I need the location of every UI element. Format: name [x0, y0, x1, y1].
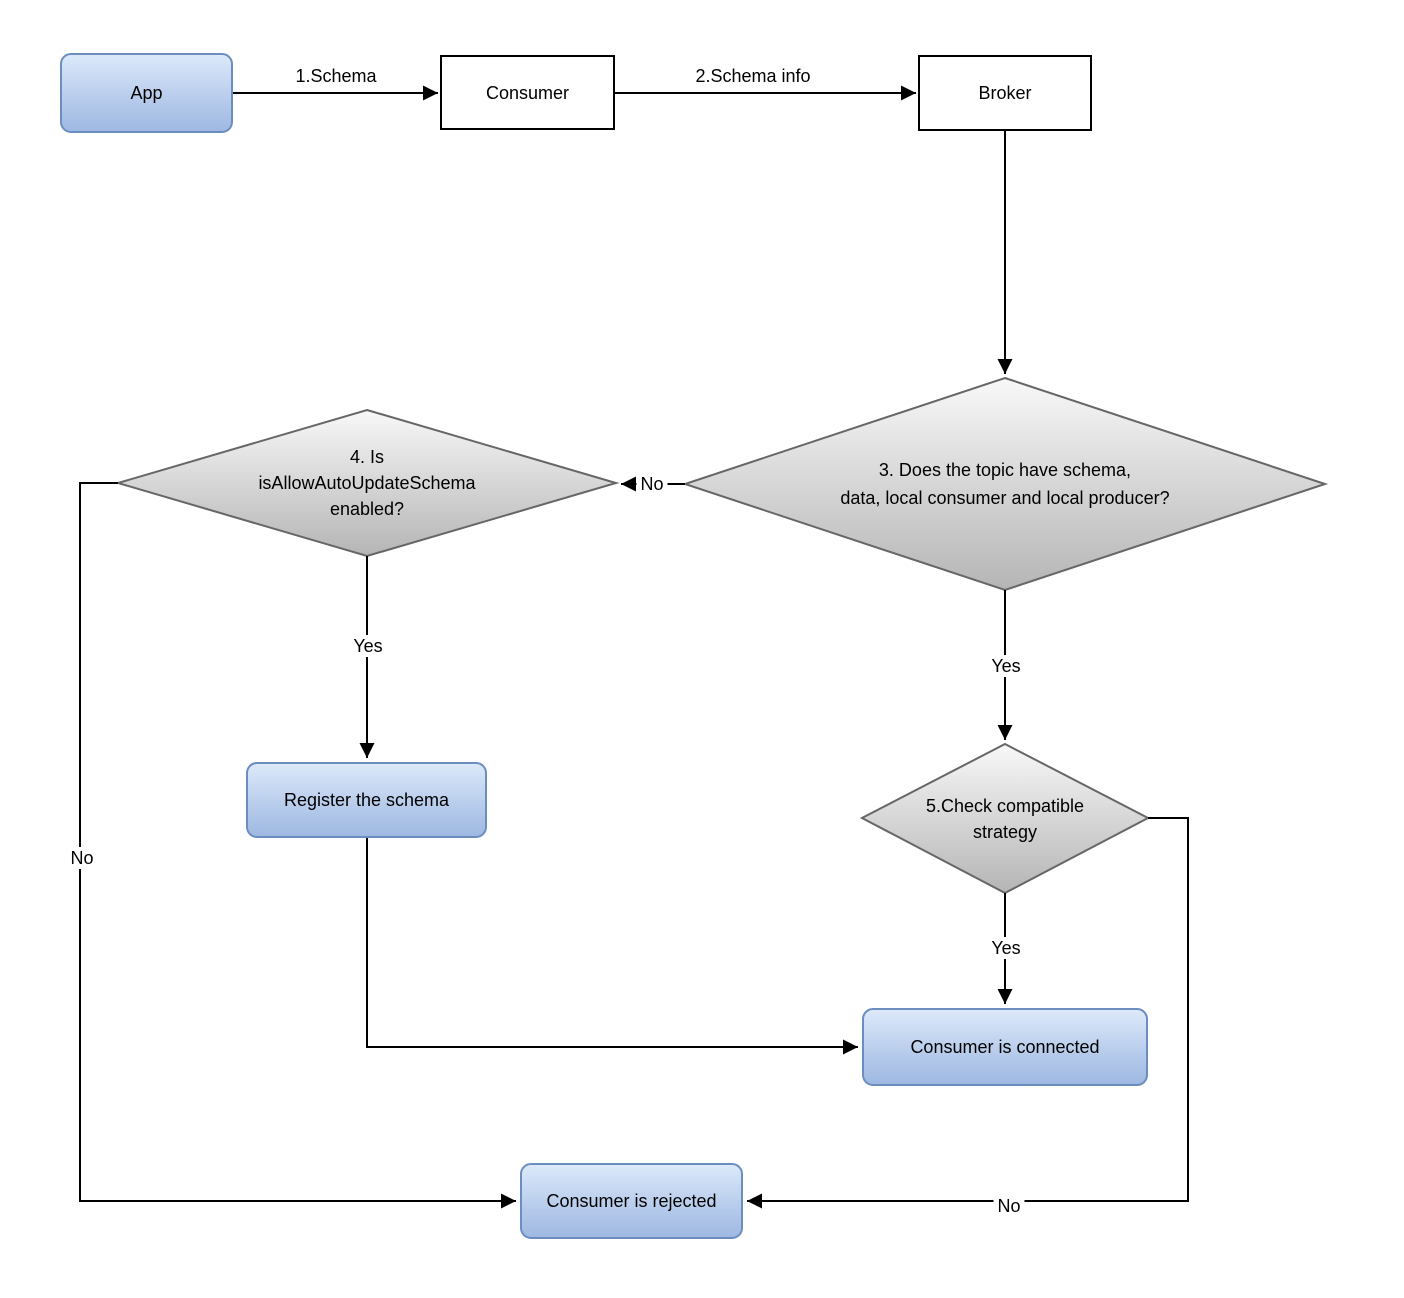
decision-3-node: 3. Does the topic have schema, data, loc… — [840, 460, 1170, 508]
edge-label-schema: 1.Schema — [291, 65, 381, 87]
edge-register-connected — [366, 838, 858, 1055]
edge-decision4-rejected-no — [79, 482, 516, 1209]
decision-4-node: 4. Is isAllowAutoUpdateSchema enabled? — [258, 447, 476, 519]
edge-label-decision4-no: No — [66, 847, 98, 869]
decision-5-node: 5.Check compatible strategy — [925, 795, 1085, 842]
edge-label-schema-info: 2.Schema info — [691, 65, 815, 87]
broker-node: Broker — [918, 55, 1092, 131]
consumer-connected-node: Consumer is connected — [862, 1008, 1148, 1086]
register-schema-node: Register the schema — [246, 762, 487, 838]
consumer-node: Consumer — [440, 55, 615, 130]
consumer-rejected-node: Consumer is rejected — [520, 1163, 743, 1239]
edge-label-decision3-yes: Yes — [987, 655, 1025, 677]
edge-label-decision5-yes: Yes — [987, 937, 1025, 959]
edge-decision5-rejected-no — [747, 817, 1189, 1209]
edge-label-decision4-yes: Yes — [349, 635, 387, 657]
edge-label-decision3-no: No — [636, 473, 668, 495]
app-node: App — [60, 53, 233, 133]
edge-label-decision5-no: No — [993, 1195, 1025, 1217]
